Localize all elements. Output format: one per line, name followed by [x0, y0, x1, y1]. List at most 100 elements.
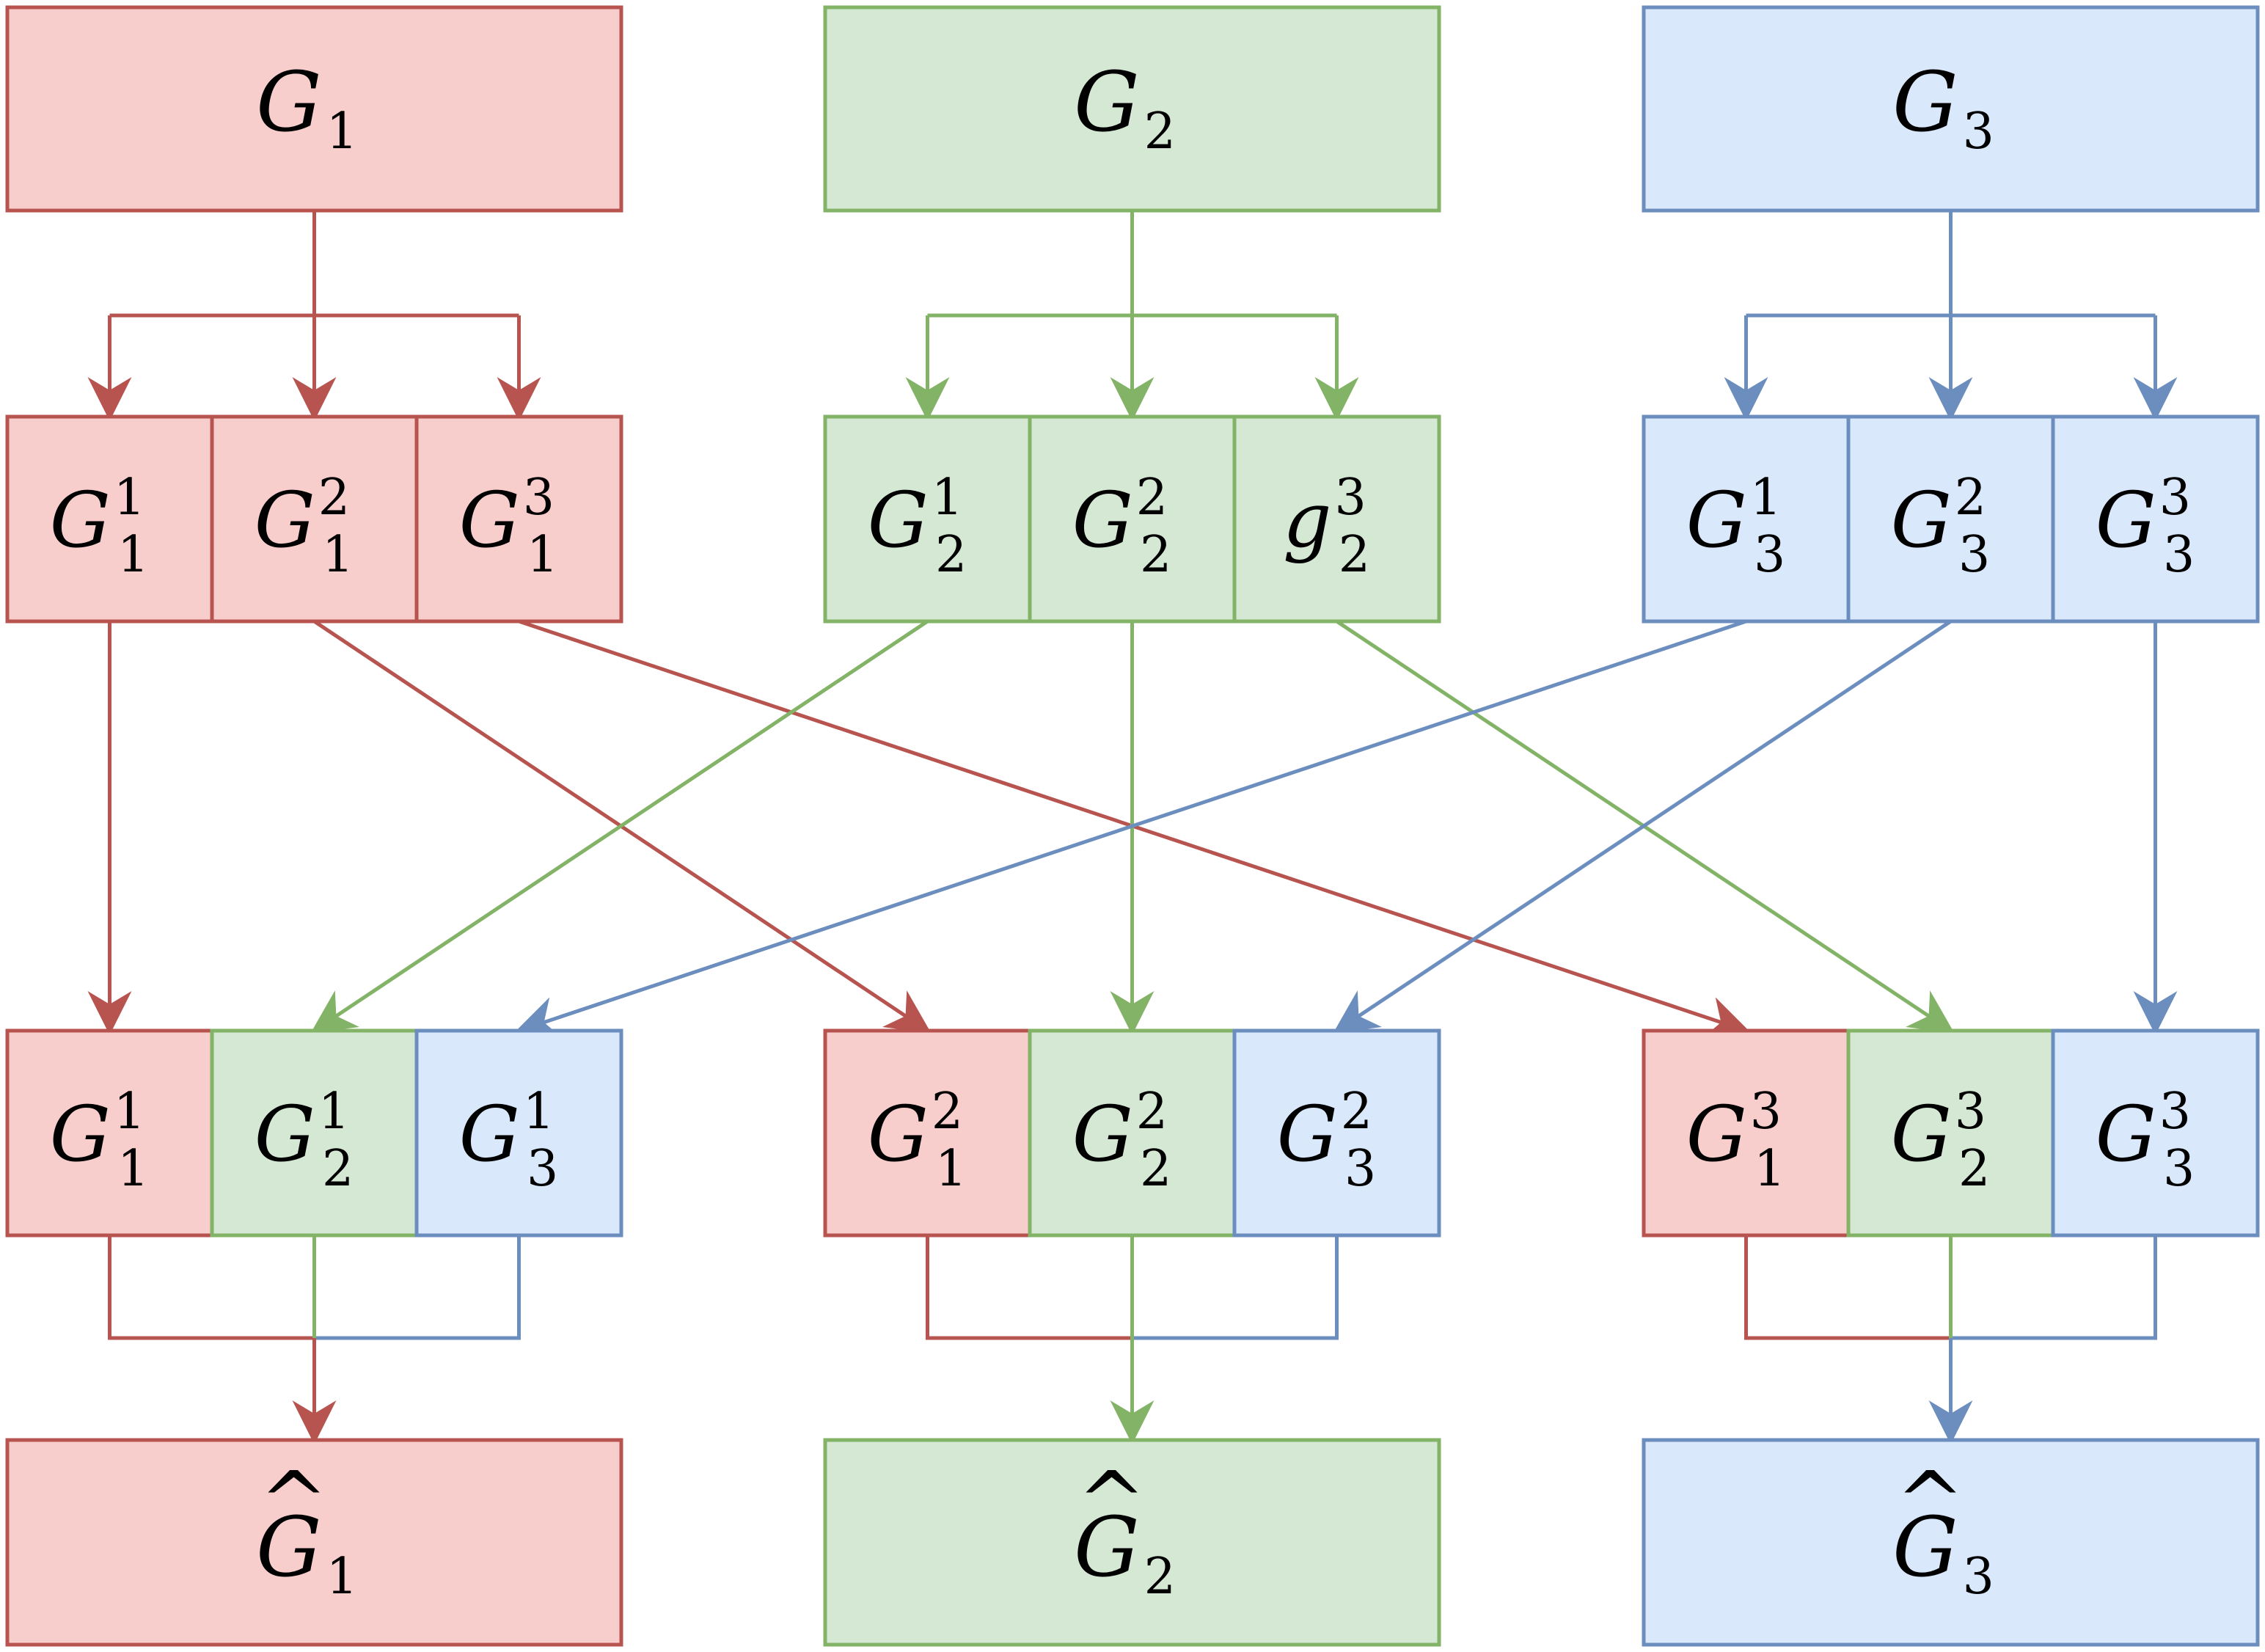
label-sup: 3 [1955, 1083, 1986, 1141]
label-base: G [255, 1089, 315, 1179]
label-sub: 1 [527, 526, 558, 584]
svg-text:G3: G3 [1892, 55, 1994, 161]
label-base: G [1892, 1500, 1958, 1596]
exchange-arrow [310, 619, 929, 1034]
label-sup: 3 [2159, 1083, 2191, 1141]
svg-text:G22: G22 [1072, 469, 1172, 584]
gathered-cell-box [1232, 1028, 1441, 1238]
result-block-label: G1^ [256, 1455, 358, 1606]
fanin-right [1950, 1235, 2157, 1340]
label-base: G [2096, 1089, 2156, 1179]
exchange-arrow [1333, 619, 1952, 1034]
result-block-2: G2^ [823, 1438, 1441, 1647]
label-sup: 2 [318, 469, 350, 527]
label-sub: 2 [1144, 103, 1176, 161]
svg-text:G33: G33 [2096, 1083, 2195, 1198]
fanin-left [1744, 1235, 1951, 1340]
label-sub: 3 [1344, 1140, 1376, 1198]
label-base: g [1283, 475, 1332, 565]
svg-text:G21: G21 [255, 469, 354, 584]
label-base: G [1892, 55, 1958, 150]
label-base: G [868, 475, 929, 565]
gathered-cell-box [1846, 1028, 2055, 1238]
svg-text:G23: G23 [1277, 1083, 1377, 1198]
gathered-cell-box [1028, 1028, 1237, 1238]
label-sub: 3 [527, 1140, 558, 1198]
gathered-cell-box [414, 1028, 623, 1238]
fanin-left [108, 1235, 315, 1340]
label-sup: 2 [1955, 469, 1986, 527]
svg-text:G2: G2 [1074, 1500, 1176, 1606]
label-sup: 1 [523, 1083, 555, 1141]
label-sub: 1 [935, 1140, 967, 1198]
label-sup: 2 [1341, 1083, 1372, 1141]
label-sup: 3 [523, 469, 555, 527]
svg-text:G23: G23 [1891, 469, 1991, 584]
label-sub: 2 [1140, 1140, 1171, 1198]
svg-text:g32: g32 [1283, 469, 1370, 584]
label-sub: 1 [322, 526, 354, 584]
split-cell-box [1232, 414, 1441, 624]
label-base: G [255, 475, 315, 565]
label-sub: 2 [1144, 1548, 1176, 1606]
label-base: G [256, 1500, 321, 1596]
label-base: G [1074, 55, 1139, 150]
split-cell-box [2051, 414, 2260, 624]
label-base: G [1074, 1500, 1139, 1596]
svg-text:G3: G3 [1892, 1500, 1994, 1606]
split-cell-box [1642, 414, 1851, 624]
label-base: G [50, 475, 111, 565]
label-sup: 1 [114, 469, 145, 527]
label-sub: 2 [1958, 1140, 1990, 1198]
label-sup: 3 [1335, 469, 1366, 527]
label-base: G [459, 475, 520, 565]
svg-text:G22: G22 [1072, 1083, 1172, 1198]
label-sub: 1 [1754, 1140, 1785, 1198]
label-base: G [868, 1089, 929, 1179]
result-block-1: G1^ [5, 1438, 623, 1647]
label-sup: 1 [318, 1083, 350, 1141]
label-base: G [459, 1089, 520, 1179]
label-sub: 2 [1140, 526, 1171, 584]
top-block-1: G1 [5, 5, 623, 213]
exchange-arrow [514, 619, 1747, 1039]
label-sub: 3 [1958, 526, 1990, 584]
svg-text:G12: G12 [868, 469, 967, 584]
gathered-cell-box [210, 1028, 419, 1238]
label-sub: 3 [1963, 103, 1994, 161]
label-base: G [1686, 1089, 1747, 1179]
label-sub: 3 [1754, 526, 1785, 584]
label-sub: 3 [2163, 526, 2195, 584]
label-sup: 3 [1750, 1083, 1782, 1141]
svg-text:G1: G1 [256, 1500, 358, 1606]
